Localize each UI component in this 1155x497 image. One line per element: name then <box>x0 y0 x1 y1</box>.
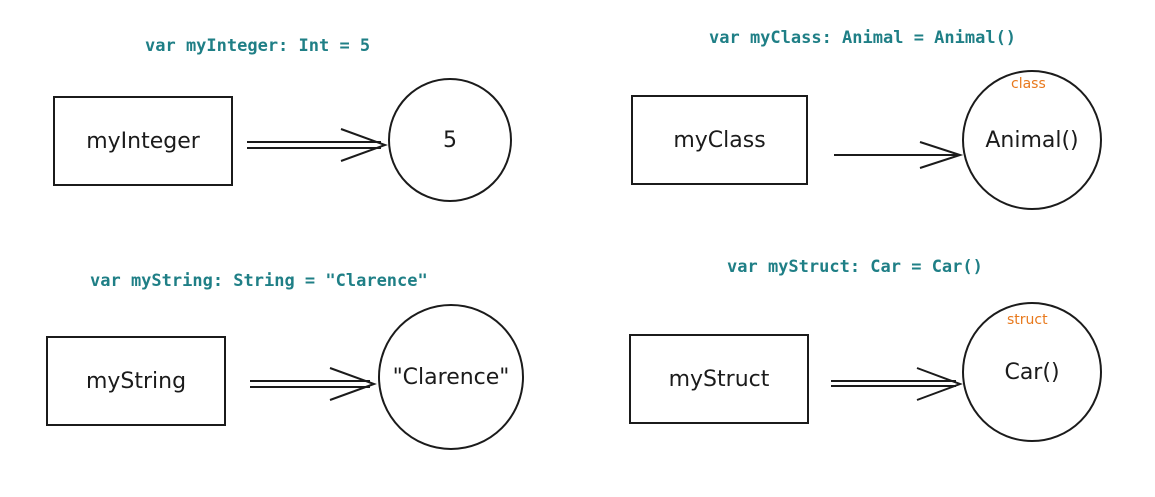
variable-box-my-integer: myInteger <box>53 96 233 186</box>
value-label: Car() <box>1004 359 1060 385</box>
double-arrow-icon <box>247 128 388 162</box>
variable-box-my-struct: myStruct <box>629 334 809 424</box>
double-arrow-icon <box>250 367 377 401</box>
value-circle-my-integer: 5 <box>388 78 512 202</box>
kind-tag-struct: struct <box>1007 312 1048 328</box>
value-label: "Clarence" <box>392 364 510 390</box>
variable-box-my-string: myString <box>46 336 226 426</box>
variable-label: myInteger <box>86 128 200 154</box>
double-arrow-icon <box>831 367 963 401</box>
value-label: 5 <box>443 127 457 153</box>
code-line-my-class: var myClass: Animal = Animal() <box>709 28 1017 48</box>
value-label: Animal() <box>985 127 1079 153</box>
code-line-my-struct: var myStruct: Car = Car() <box>727 257 983 277</box>
variable-label: myStruct <box>668 366 770 392</box>
variable-label: myClass <box>673 127 766 153</box>
arrow-icon <box>834 141 964 169</box>
kind-tag-class: class <box>1011 76 1046 92</box>
variable-box-my-class: myClass <box>631 95 808 185</box>
value-circle-my-class: Animal() <box>962 70 1102 210</box>
value-circle-my-struct: Car() <box>962 302 1102 442</box>
code-line-my-string: var myString: String = "Clarence" <box>90 271 428 291</box>
code-line-my-integer: var myInteger: Int = 5 <box>145 36 371 56</box>
value-circle-my-string: "Clarence" <box>378 304 524 450</box>
variable-label: myString <box>85 368 187 394</box>
